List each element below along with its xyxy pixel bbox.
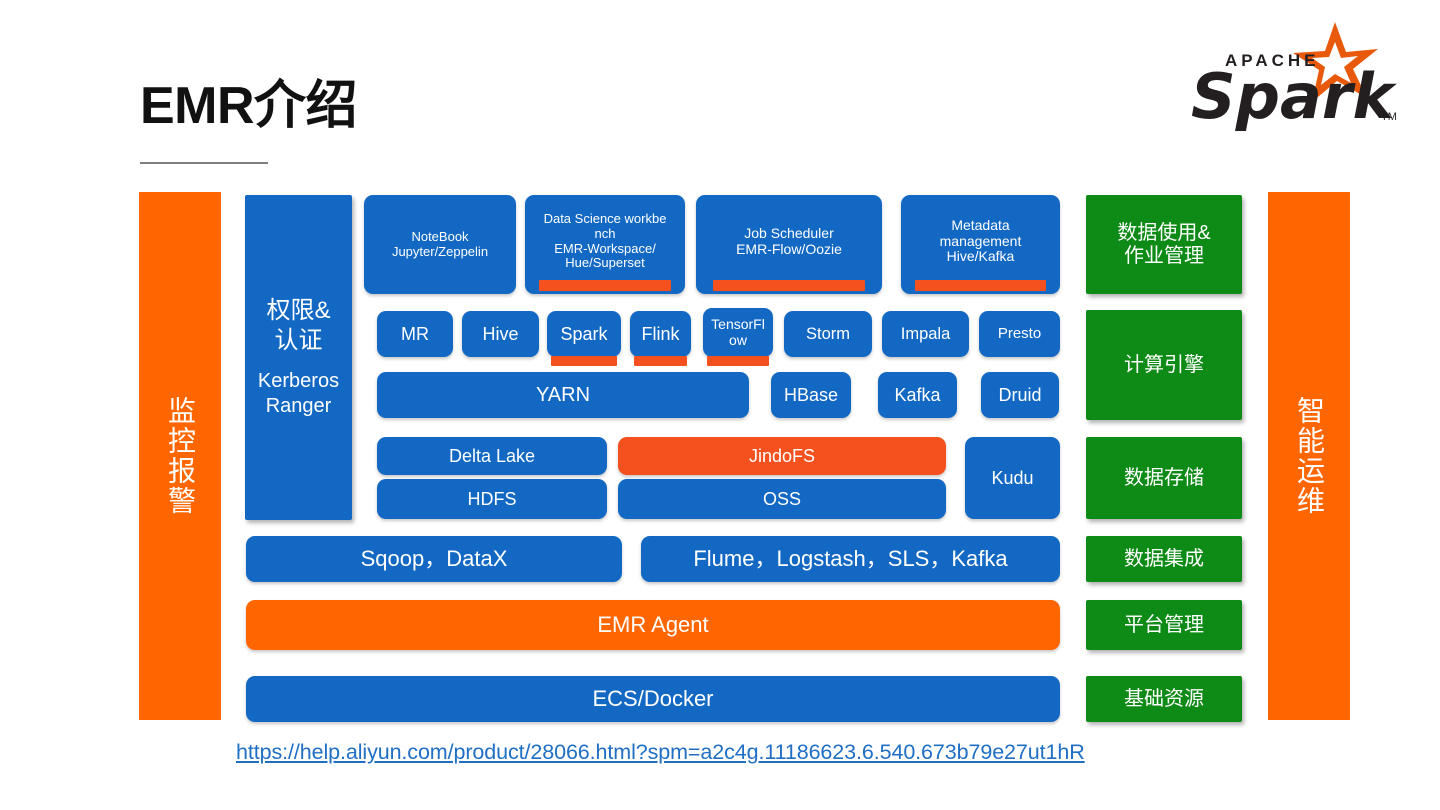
layer-platform-management-label: 平台管理 (1124, 613, 1204, 636)
layer-data-storage-label: 数据存储 (1124, 466, 1204, 489)
auth-box[interactable]: 权限& 认证 Kerberos Ranger (245, 195, 352, 520)
page-title: EMR介绍 (140, 77, 358, 135)
engine-hive-label: Hive (482, 323, 519, 344)
tool-dsw-line4: Hue/Superset (565, 255, 645, 271)
integration-flume-label: Flume，Logstash，SLS，Kafka (693, 545, 1008, 571)
layer-label-data-storage[interactable]: 数据存储 (1086, 437, 1242, 519)
right-bar-label: 智能运维 (1294, 396, 1325, 516)
engine-box-mr[interactable]: MR (377, 311, 453, 357)
apache-spark-logo: APACHE Spark TM (1185, 18, 1420, 133)
tool-dsw-line2: nch (594, 225, 616, 241)
layer-data-usage-line2: 作业管理 (1124, 244, 1204, 267)
left-bar-label: 监控报警 (165, 396, 196, 516)
tool-meta-line2: management (939, 232, 1022, 249)
right-bar-smart-ops[interactable]: 智能运维 (1268, 192, 1350, 720)
accent-bar-flink (633, 356, 688, 366)
integration-box-sqoop-datax[interactable]: Sqoop，DataX (246, 536, 622, 582)
tool-box-data-science-workbench[interactable]: Data Science workbe nch EMR-Workspace/ H… (525, 195, 685, 294)
storage-box-hdfs[interactable]: HDFS (377, 479, 607, 519)
layer-label-data-integration[interactable]: 数据集成 (1086, 536, 1242, 582)
layer-compute-engine-label: 计算引擎 (1124, 353, 1204, 376)
integration-sqoop-label: Sqoop，DataX (360, 545, 508, 571)
resource-box-hbase[interactable]: HBase (771, 372, 851, 418)
engine-box-flink[interactable]: Flink (630, 311, 691, 366)
engine-tensorflow-label-line1: TensorFl (711, 315, 765, 332)
tool-job-line2: EMR-Flow/Oozie (736, 240, 842, 257)
svg-text:Spark: Spark (1191, 60, 1397, 133)
accent-bar-metadata (915, 280, 1046, 291)
engine-mr-label: MR (401, 323, 429, 344)
svg-text:TM: TM (1381, 111, 1397, 123)
integration-box-flume-logstash[interactable]: Flume，Logstash，SLS，Kafka (641, 536, 1060, 582)
engine-box-spark[interactable]: Spark (547, 311, 621, 366)
tool-notebook-line2: Jupyter/Zeppelin (391, 243, 489, 259)
tool-box-notebook[interactable]: NoteBook Jupyter/Zeppelin (364, 195, 516, 294)
tool-meta-line1: Metadata (951, 216, 1010, 233)
storage-delta-lake-label: Delta Lake (448, 445, 536, 466)
engine-flink-label: Flink (641, 323, 680, 344)
title-underline-rule (140, 162, 268, 164)
engine-impala-label: Impala (900, 324, 951, 343)
accent-bar-tensorflow (707, 356, 769, 366)
tool-notebook-line1: NoteBook (411, 228, 469, 244)
resource-yarn-label: YARN (535, 383, 591, 406)
accent-bar-job-scheduler (712, 280, 866, 291)
accent-bar-data-science (539, 280, 671, 291)
resource-druid-label: Druid (998, 384, 1042, 405)
left-bar-monitoring[interactable]: 监控报警 (139, 192, 221, 720)
storage-jindofs-label: JindoFS (748, 445, 816, 466)
ecs-docker-label: ECS/Docker (592, 685, 714, 711)
layer-label-data-usage[interactable]: 数据使用& 作业管理 (1086, 195, 1242, 294)
resource-box-druid[interactable]: Druid (981, 372, 1059, 418)
engine-box-storm[interactable]: Storm (784, 311, 872, 357)
storage-kudu-label: Kudu (991, 467, 1034, 488)
engine-box-hive[interactable]: Hive (462, 311, 539, 357)
tool-meta-line3: Hive/Kafka (946, 248, 1015, 265)
engine-spark-label: Spark (560, 323, 608, 344)
layer-label-base-resource[interactable]: 基础资源 (1086, 676, 1242, 722)
auth-title-line2: 认证 (274, 326, 323, 354)
layer-base-resource-label: 基础资源 (1124, 687, 1204, 710)
tool-box-metadata-management[interactable]: Metadata management Hive/Kafka (901, 195, 1060, 294)
agent-box-emr-agent[interactable]: EMR Agent (246, 600, 1060, 650)
resource-kafka-label: Kafka (894, 384, 941, 405)
layer-data-integration-label: 数据集成 (1124, 547, 1204, 570)
svg-text:APACHE: APACHE (1225, 51, 1320, 70)
engine-box-tensorflow[interactable]: TensorFl ow (703, 308, 773, 366)
resource-box-kafka[interactable]: Kafka (878, 372, 957, 418)
auth-sub-line1: Kerberos (257, 369, 340, 392)
engine-box-impala[interactable]: Impala (882, 311, 969, 357)
engine-storm-label: Storm (805, 324, 850, 343)
storage-oss-label: OSS (762, 488, 801, 509)
engine-presto-label: Presto (997, 324, 1042, 342)
resource-box-yarn[interactable]: YARN (377, 372, 749, 418)
layer-label-compute-engine[interactable]: 计算引擎 (1086, 310, 1242, 420)
storage-box-kudu[interactable]: Kudu (965, 437, 1060, 519)
resource-hbase-label: HBase (783, 384, 839, 405)
auth-title-line1: 权限& (266, 297, 331, 325)
infra-box-ecs-docker[interactable]: ECS/Docker (246, 676, 1060, 722)
engine-box-presto[interactable]: Presto (979, 311, 1060, 357)
layer-label-platform-management[interactable]: 平台管理 (1086, 600, 1242, 650)
storage-hdfs-label: HDFS (467, 488, 517, 509)
engine-tensorflow-label-line2: ow (729, 331, 747, 348)
tool-job-line1: Job Scheduler (744, 224, 834, 241)
storage-box-oss[interactable]: OSS (618, 479, 946, 519)
tool-dsw-line1: Data Science workbe (543, 211, 667, 227)
auth-sub-line2: Ranger (265, 394, 332, 417)
storage-box-jindofs[interactable]: JindoFS (618, 437, 946, 475)
accent-bar-spark (551, 356, 617, 366)
tool-box-job-scheduler[interactable]: Job Scheduler EMR-Flow/Oozie (696, 195, 882, 294)
storage-box-delta-lake[interactable]: Delta Lake (377, 437, 607, 475)
layer-data-usage-line1: 数据使用& (1117, 222, 1211, 245)
tool-dsw-line3: EMR-Workspace/ (554, 240, 656, 256)
documentation-link[interactable]: https://help.aliyun.com/product/28066.ht… (236, 740, 1085, 764)
emr-agent-label: EMR Agent (597, 611, 709, 637)
